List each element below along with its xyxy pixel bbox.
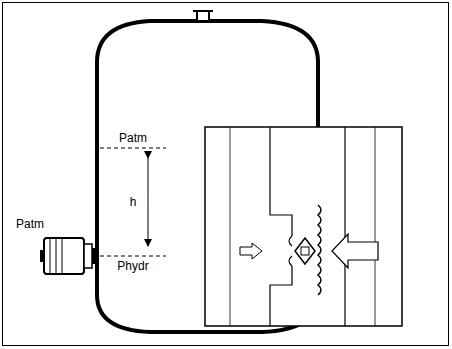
pressure-label: Patm [119,131,147,145]
pressure-transmitter [40,238,98,274]
level-line [100,148,166,149]
sensor-inset [205,127,402,326]
frame [3,3,449,346]
pressure-label: Phydr [117,259,148,273]
height-arrow [148,158,149,246]
height-label: h [130,195,137,209]
level-line [100,256,166,257]
pressure-label: Patm [16,217,44,231]
top-nozzle [197,11,209,21]
